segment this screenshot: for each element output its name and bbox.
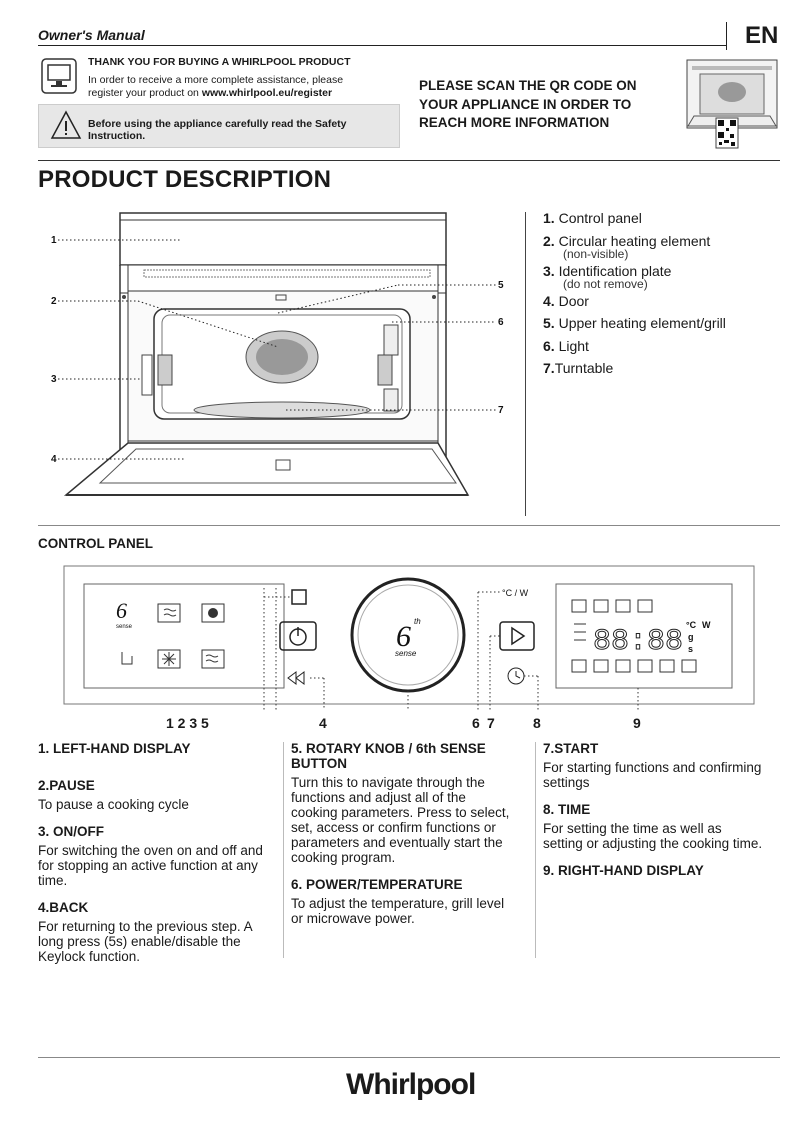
legend-item-2: 2. Circular heating element [543, 232, 711, 249]
hand-icon [121, 652, 133, 665]
desc-text-on-off: For switching the oven on and off and fo… [38, 843, 263, 888]
column-divider-2 [535, 742, 536, 958]
callout-1: 1 [51, 235, 57, 246]
desc-text-time: For setting the time as well as setting … [543, 821, 763, 851]
desc-title-right-display: 9. RIGHT-HAND DISPLAY [543, 863, 704, 878]
legend-item-7: 7.Turntable [543, 360, 614, 376]
product-description-heading: PRODUCT DESCRIPTION [38, 166, 332, 193]
description-column-1: 1. LEFT-HAND DISPLAY 2.PAUSE To pause a … [38, 741, 274, 976]
unit-watt: W [702, 620, 711, 630]
header-divider [726, 22, 727, 50]
column-divider-1 [283, 742, 284, 958]
callout-6: 6 [498, 317, 504, 328]
unit-celsius: °C [686, 620, 697, 630]
clock-icon [515, 671, 521, 679]
callout-1235: 1 2 3 5 [166, 715, 209, 731]
play-icon [511, 626, 526, 646]
callout-5: 5 [498, 280, 504, 291]
callout-3: 3 [51, 374, 57, 385]
desc-text-power-temp: To adjust the temperature, grill level o… [291, 896, 505, 926]
thanks-body: In order to receive a more complete assi… [88, 74, 388, 100]
pause-button[interactable] [291, 589, 307, 605]
register-link[interactable]: www.whirlpool.eu/register [201, 87, 333, 99]
callout-4: 4 [51, 454, 57, 465]
legend-divider [525, 212, 526, 516]
sixth-sense-mark: 6 [116, 598, 127, 623]
control-panel-heading: CONTROL PANEL [38, 536, 154, 551]
document-title: Owner's Manual [38, 27, 145, 43]
temp-power-label: °C / W [502, 588, 529, 598]
fan-function-icon [201, 603, 225, 623]
legend-item-6: 6. Light [543, 337, 589, 354]
header-rule [38, 45, 726, 46]
on-off-button[interactable] [279, 621, 317, 651]
desc-title-rotary-knob: 5. ROTARY KNOB / 6th SENSE BUTTON [291, 741, 486, 771]
description-column-2: 5. ROTARY KNOB / 6th SENSE BUTTON Turn t… [291, 741, 513, 938]
section-rule [38, 160, 780, 161]
unit-gram: g [688, 632, 694, 642]
desc-title-pause: 2.PAUSE [38, 778, 95, 793]
desc-title-start: 7.START [543, 741, 599, 756]
thanks-title: THANK YOU FOR BUYING A WHIRLPOOL PRODUCT [88, 56, 351, 68]
callout-panel-7: 7 [487, 715, 495, 731]
thanks-line-2: register your product on www.whirlpool.e… [88, 87, 388, 100]
footer-rule [38, 1057, 780, 1058]
desc-title-time: 8. TIME [543, 802, 591, 817]
steam-function-icon [157, 603, 181, 623]
desc-title-left-display: 1. LEFT-HAND DISPLAY [38, 741, 191, 756]
warning-icon [50, 110, 82, 139]
knob-sup: th [414, 617, 421, 626]
desc-text-rotary-knob: Turn this to navigate through the functi… [291, 775, 510, 865]
legend-item-5: 5. Upper heating element/grill [543, 315, 726, 331]
defrost-function-icon [157, 649, 181, 669]
desc-title-on-off: 3. ON/OFF [38, 824, 105, 839]
callout-7: 7 [498, 405, 504, 416]
legend-item-2-note: (non-visible) [563, 246, 629, 261]
monitor-icon [41, 58, 77, 94]
desc-title-power-temp: 6. POWER/TEMPERATURE [291, 877, 463, 892]
back-icon[interactable] [287, 671, 305, 685]
legend-item-3-note: (do not remove) [563, 276, 648, 291]
legend-item-1: 1. Control panel [543, 210, 642, 226]
callout-panel-6: 6 [472, 715, 480, 731]
knob-number: 6 [396, 620, 411, 653]
safety-warning-box [38, 104, 400, 148]
callout-panel-8: 8 [533, 715, 541, 731]
desc-text-start: For starting functions and confirming se… [543, 760, 762, 790]
thanks-line-1: In order to receive a more complete assi… [88, 74, 344, 86]
microwave-function-icon [201, 649, 225, 669]
section-rule-2 [38, 525, 780, 526]
parts-legend: 1. Control panel 2. Circular heating ele… [543, 210, 783, 383]
qr-instruction: PLEASE SCAN THE QR CODE ON YOUR APPLIANC… [419, 78, 637, 130]
unit-second: s [688, 644, 693, 654]
callout-panel-4: 4 [319, 715, 327, 731]
brand-logo: Whirlpool [346, 1068, 476, 1101]
knob-label: sense [395, 649, 417, 658]
svg-text:sense: sense [116, 624, 133, 630]
desc-text-pause: To pause a cooking cycle [38, 797, 189, 812]
legend-item-4: 4. Door [543, 292, 589, 309]
oven-diagram: 1 2 3 4 5 6 7 [51, 212, 504, 496]
right-display [555, 583, 733, 689]
description-column-3: 7.START For starting functions and confi… [543, 741, 765, 882]
callout-2: 2 [51, 296, 57, 307]
start-button[interactable] [499, 621, 535, 651]
language-code: EN [745, 22, 779, 49]
desc-title-back: 4.BACK [38, 900, 89, 915]
desc-text-back: For returning to the previous step. A lo… [38, 919, 252, 964]
safety-warning-text: Before using the appliance carefully rea… [88, 118, 347, 142]
thanks-line-2-prefix: register your product on [88, 87, 202, 99]
display-digits: 88:88 [593, 625, 683, 659]
callout-panel-9: 9 [633, 715, 641, 731]
legend-item-3: 3. Identification plate [543, 262, 672, 279]
control-panel-diagram: 6 sense 6 th sense °C / W 88:88 °C W g s [63, 565, 755, 710]
appliance-qr-illustration [686, 59, 778, 149]
